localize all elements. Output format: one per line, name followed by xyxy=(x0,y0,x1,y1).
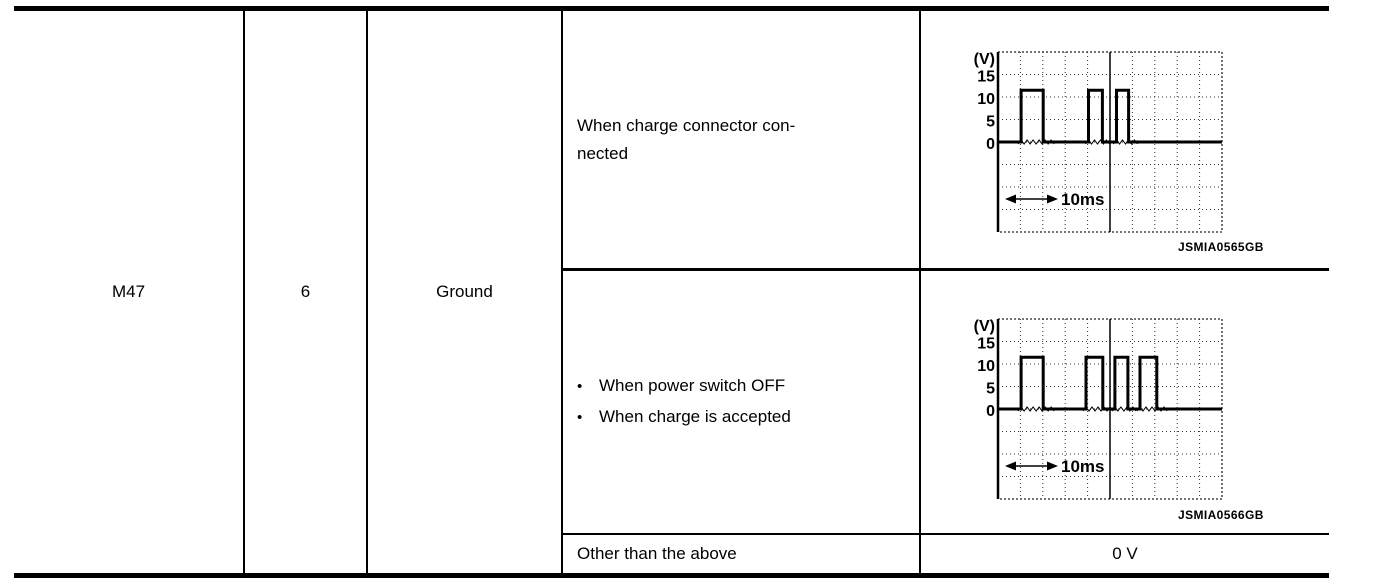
condition-cell-row1: When charge connector con- nected xyxy=(563,11,919,268)
waveform-figure-2: (V)15 10 5 0 10ms xyxy=(938,309,1238,509)
svg-text:0: 0 xyxy=(986,403,995,420)
signal-cell: Ground xyxy=(368,11,561,573)
signal-name: Ground xyxy=(436,282,493,301)
column-divider-4 xyxy=(919,11,921,573)
svg-text:15: 15 xyxy=(977,336,995,353)
svg-text:10ms: 10ms xyxy=(1061,457,1104,476)
condition-text: When power switch OFF xyxy=(599,376,786,395)
terminal-cell: 6 xyxy=(245,11,366,573)
figure-code-1: JSMIA0565GB xyxy=(1178,240,1264,254)
terminal-number: 6 xyxy=(300,282,311,301)
condition-cell-row2: • When power switch OFF • When charge is… xyxy=(563,271,919,533)
svg-text:0: 0 xyxy=(986,136,995,153)
oscilloscope-chart-2: (V)15 10 5 0 10ms xyxy=(974,318,1223,500)
svg-text:15: 15 xyxy=(977,69,995,86)
svg-text:5: 5 xyxy=(986,114,995,131)
condition-text-line: When charge connector con- xyxy=(577,115,796,135)
condition-cell-row3: Other than the above xyxy=(563,535,919,573)
svg-text:5: 5 xyxy=(986,381,995,398)
column-divider-2 xyxy=(366,11,368,573)
condition-text: When charge is accepted xyxy=(599,407,791,426)
connector-number: M47 xyxy=(111,282,146,301)
condition-bullet-item: • When power switch OFF xyxy=(577,371,919,402)
column-divider-3 xyxy=(561,11,563,573)
condition-text: Other than the above xyxy=(577,544,737,563)
svg-text:10: 10 xyxy=(977,358,995,375)
waveform-figure-1: (V)15 10 5 0 10ms xyxy=(938,42,1238,242)
column-divider-1 xyxy=(243,11,245,573)
svg-text:10: 10 xyxy=(977,91,995,108)
svg-text:(V): (V) xyxy=(974,51,995,68)
value-cell-row3: 0 V xyxy=(921,535,1329,573)
table-border-bottom xyxy=(14,573,1329,578)
condition-bullet-item: • When charge is accepted xyxy=(577,402,919,433)
connector-cell: M47 xyxy=(14,11,243,573)
row-divider-2 xyxy=(561,533,1329,535)
condition-text-line: nected xyxy=(577,143,629,163)
figure-code-2: JSMIA0566GB xyxy=(1178,508,1264,522)
table-border-top xyxy=(14,6,1329,11)
svg-text:10ms: 10ms xyxy=(1061,190,1104,209)
row-divider-1 xyxy=(561,268,1329,271)
bullet-icon: • xyxy=(577,409,583,426)
bullet-icon: • xyxy=(577,378,583,395)
svg-text:(V): (V) xyxy=(974,318,995,335)
value-text: 0 V xyxy=(1112,544,1138,563)
oscilloscope-chart-1: (V)15 10 5 0 10ms xyxy=(974,51,1223,233)
